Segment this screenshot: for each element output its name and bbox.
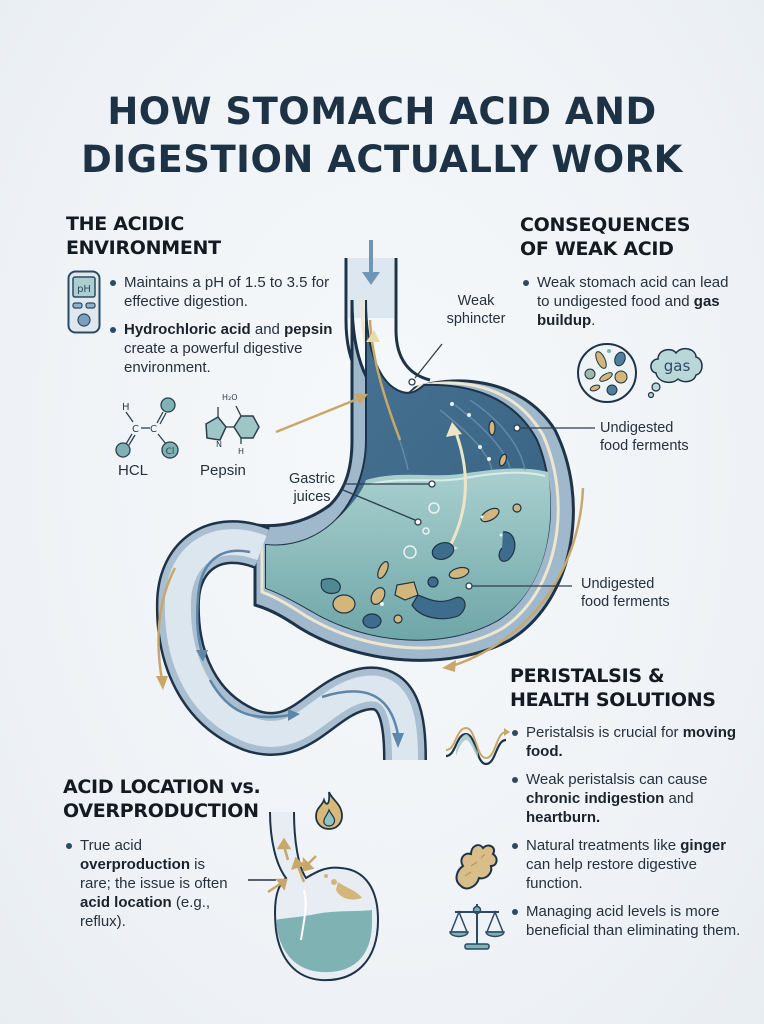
bullet-text: Natural treatments like xyxy=(526,837,681,854)
bacteria-petri-icon xyxy=(577,343,637,403)
gastric-juices-label: Gastric juices xyxy=(282,470,342,506)
label-line: sphincter xyxy=(446,311,506,327)
flow-arrows xyxy=(156,393,585,690)
label-line: food ferments xyxy=(600,438,689,454)
heading-line: CONSEQUENCES xyxy=(520,214,691,236)
leader-lines xyxy=(342,343,595,590)
svg-text:C: C xyxy=(150,424,157,435)
wave-icon xyxy=(445,726,510,766)
svg-text:H: H xyxy=(238,447,244,456)
bullet-text: (e.g., reflux). xyxy=(80,894,211,930)
label-line: Undigested xyxy=(581,576,655,592)
bullet-hcl-pepsin: Hydrochloric acid and pepsin create a po… xyxy=(108,320,348,377)
hcl-molecule-icon: H C C Cl xyxy=(115,397,179,459)
undigested-bottom-label: Undigested food ferments xyxy=(581,575,670,611)
reflux-stomach-icon xyxy=(248,811,380,982)
label-line: food ferments xyxy=(581,594,670,610)
consequences-bullets: Weak stomach acid can lead to undigested… xyxy=(521,273,741,339)
bold-text: moving food. xyxy=(526,724,737,760)
undigested-top-label: Undigested food ferments xyxy=(600,419,689,455)
bullet-text: can help restore digestive function. xyxy=(526,856,697,892)
weak-sphincter-label: Weak sphincter xyxy=(436,292,516,328)
bullet-text: is rare; the issue is often xyxy=(80,856,228,892)
acidic-environment-bullets: Maintains a pH of 1.5 to 3.5 for effecti… xyxy=(108,273,348,386)
bullet-text: Weak peristalsis can cause xyxy=(526,771,708,788)
label-line: Weak xyxy=(457,293,495,309)
heading-line: OVERPRODUCTION xyxy=(63,800,259,822)
flame-icon xyxy=(315,791,343,830)
heading-line: HEALTH SOLUTIONS xyxy=(510,689,716,711)
svg-text:Cl: Cl xyxy=(166,447,175,457)
ginger-icon xyxy=(455,844,498,890)
label-line: Gastric xyxy=(289,471,335,487)
title-line-1: HOW STOMACH ACID AND xyxy=(107,90,657,133)
heading-line: PERISTALSIS & xyxy=(510,665,665,687)
svg-text:C: C xyxy=(132,424,139,435)
page-title: HOW STOMACH ACID AND DIGESTION ACTUALLY … xyxy=(0,88,764,184)
consequences-heading: CONSEQUENCES OF WEAK ACID xyxy=(520,213,690,261)
bullet-text: Managing acid levels is more beneficial … xyxy=(526,903,741,939)
svg-text:pH: pH xyxy=(77,284,91,295)
heading-line: ACID LOCATION vs. xyxy=(63,776,261,798)
label-line: juices xyxy=(293,489,331,505)
bullet-text: . xyxy=(591,312,596,329)
bold-text: heartburn. xyxy=(526,809,601,826)
svg-text:H: H xyxy=(122,402,130,413)
bullet-ph: Maintains a pH of 1.5 to 3.5 for effecti… xyxy=(108,273,348,311)
bullet-text: Peristalsis is crucial for xyxy=(526,724,683,741)
heading-line: ENVIRONMENT xyxy=(66,237,221,259)
bold-text: Hydrochloric acid xyxy=(124,321,251,338)
bullet-text: Maintains a pH of 1.5 to 3.5 for effecti… xyxy=(124,274,330,310)
bullet-weak-acid: Weak stomach acid can lead to undigested… xyxy=(521,273,741,330)
balance-scale-icon xyxy=(449,904,505,950)
svg-text:N: N xyxy=(216,440,222,449)
bold-text: gas buildup xyxy=(537,293,720,329)
svg-text:H₂O: H₂O xyxy=(222,393,238,402)
bullet-text: create a powerful digestive environment. xyxy=(124,340,303,376)
bullet-peristalsis-crucial: Peristalsis is crucial for moving food. xyxy=(510,723,750,761)
label-line: Undigested xyxy=(600,420,674,436)
pepsin-molecule-icon: H₂O N H xyxy=(205,393,260,456)
bullet-managing-acid: Managing acid levels is more beneficial … xyxy=(510,902,750,940)
peristalsis-bullets: Peristalsis is crucial for moving food. … xyxy=(510,723,750,949)
peristalsis-heading: PERISTALSIS & HEALTH SOLUTIONS xyxy=(510,664,716,712)
hcl-label: HCL xyxy=(118,462,149,479)
heading-line: OF WEAK ACID xyxy=(520,238,674,260)
title-line-2: DIGESTION ACTUALLY WORK xyxy=(81,138,683,181)
acid-location-bullets: True acid overproduction is rare; the is… xyxy=(64,836,234,940)
gas-cloud-icon: gas xyxy=(647,347,703,399)
bullet-text: Weak stomach acid can lead to undigested… xyxy=(537,274,729,310)
bullet-overproduction: True acid overproduction is rare; the is… xyxy=(64,836,234,931)
bold-text: pepsin xyxy=(284,321,333,338)
bold-text: overproduction xyxy=(80,856,191,873)
ph-meter-icon: pH xyxy=(67,270,101,334)
bullet-ginger: Natural treatments like ginger can help … xyxy=(510,836,750,893)
bold-text: acid location xyxy=(80,894,172,911)
bold-text: ginger xyxy=(680,837,727,854)
bullet-text: True acid xyxy=(80,837,142,854)
esophagus xyxy=(344,240,431,402)
heading-line: THE ACIDIC xyxy=(66,213,184,235)
bullet-text: and xyxy=(664,790,694,807)
svg-text:gas: gas xyxy=(664,357,691,375)
bullet-text: and xyxy=(250,321,285,338)
pepsin-label: Pepsin xyxy=(200,462,246,479)
bullet-weak-peristalsis: Weak peristalsis can cause chronic indig… xyxy=(510,770,750,827)
bold-text: chronic indigestion xyxy=(526,790,665,807)
food-particles xyxy=(320,420,522,629)
acid-location-heading: ACID LOCATION vs. OVERPRODUCTION xyxy=(63,775,261,823)
intestine xyxy=(155,520,427,761)
acidic-environment-heading: THE ACIDIC ENVIRONMENT xyxy=(66,212,221,260)
